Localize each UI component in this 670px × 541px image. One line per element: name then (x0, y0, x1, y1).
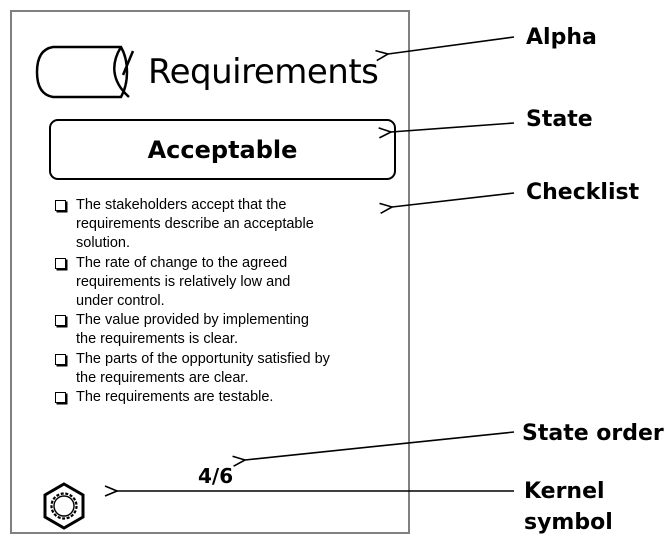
checklist-item-line: the requirements is clear. (76, 331, 238, 348)
alpha-callout: Alpha (526, 25, 597, 50)
kernel-symbol-callout-line: Kernel (524, 479, 605, 504)
checklist-item-line: The rate of change to the agreed (76, 254, 288, 271)
kernel-symbol-icon (43, 482, 85, 530)
checklist-item-line: The requirements are testable. (76, 389, 274, 406)
alpha-state-card: Requirements Acceptable The stakeholders… (10, 10, 410, 534)
state-callout: State (526, 107, 593, 132)
checklist-item-line: The parts of the opportunity satisfied b… (76, 350, 330, 367)
kernel-symbol-callout: Kernel symbol (524, 476, 613, 538)
alpha-symbol-icon (35, 45, 135, 99)
checklist-item-line: requirements describe an acceptable (76, 216, 314, 233)
checklist-item: The parts of the opportunity satisfied b… (53, 350, 398, 388)
checklist-item: The value provided by implementing the r… (53, 311, 398, 349)
checklist-item: The rate of change to the agreed require… (53, 254, 398, 312)
state-name: Acceptable (147, 135, 298, 164)
checklist-item-line: the requirements are clear. (76, 369, 249, 386)
alpha-name: Requirements (148, 52, 379, 92)
checklist-item-line: The stakeholders accept that the (76, 197, 287, 213)
state-box: Acceptable (49, 119, 396, 180)
checklist-item-line: under control. (76, 293, 165, 310)
checklist: The stakeholders accept that the require… (53, 196, 398, 407)
checklist-arrow (392, 192, 515, 207)
checkbox-icon (55, 257, 66, 269)
checklist-callout: Checklist (526, 180, 640, 205)
kernel-symbol-callout-line: symbol (524, 510, 613, 535)
state-order-callout: State order (522, 421, 664, 446)
checkbox-icon (55, 315, 66, 327)
state-order: 4/6 (198, 464, 234, 488)
checklist-item-line: requirements is relatively low and (76, 273, 291, 290)
checklist-item-line: solution. (76, 235, 131, 252)
checkbox-icon (55, 392, 66, 404)
checklist-item-line: The value provided by implementing (76, 312, 309, 329)
checkbox-icon (55, 200, 66, 211)
checklist-item: The stakeholders accept that the require… (53, 196, 398, 254)
checkbox-icon (55, 353, 66, 365)
checklist-item: The requirements are testable. (53, 388, 398, 407)
